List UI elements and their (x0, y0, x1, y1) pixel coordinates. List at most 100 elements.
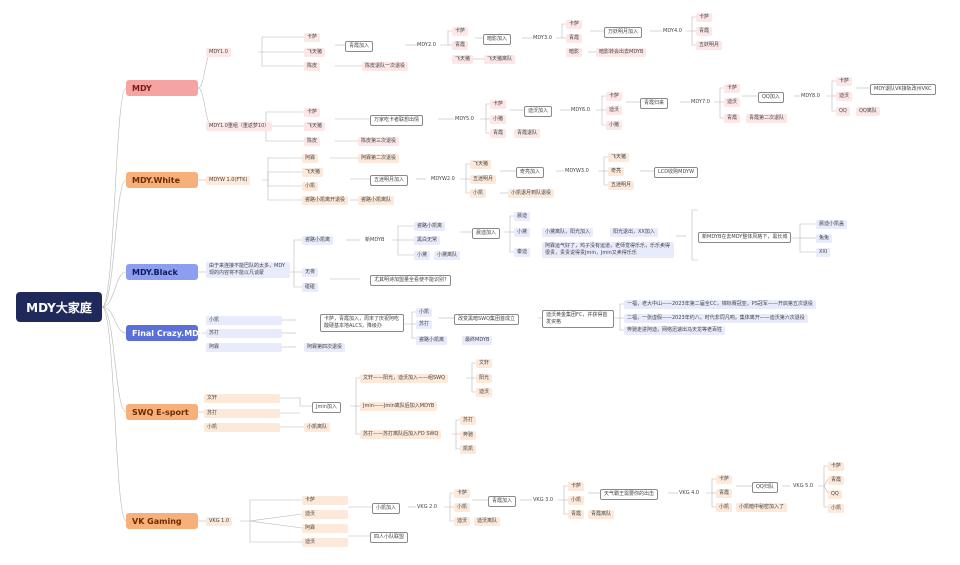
mdy-g2-box3: 青霞归来 (640, 98, 669, 109)
mdy-g1-pig: 飞天猪 (304, 48, 326, 57)
vk-c: 阿霖 (302, 524, 348, 533)
root-node: MDY大家庭 (16, 292, 102, 322)
mdy-gen1-reunion: MDY1.0重组（重返梦10） (206, 122, 273, 131)
vk-v3b: 小凯 (568, 496, 585, 505)
mdy-chenpi-third: 陈皮第三次退役 (358, 137, 400, 146)
mdy-dark: 暗影 (566, 48, 583, 57)
black-c2x: 小黛离队，阳光加入 (542, 228, 594, 237)
swq-r3b: 奔驰 (460, 431, 477, 440)
vk-v3c-leave: 青霞离队 (588, 510, 615, 519)
team-swq: SWQ E-sport (126, 404, 198, 420)
vk-v2: VKG 2.0 (417, 504, 438, 510)
vk-v4c: 小凯 (716, 503, 733, 512)
black-no: 无夜 (302, 268, 319, 277)
mdy-v7: MDY7.0 (691, 99, 710, 105)
white-a: 阿霖 (302, 154, 319, 163)
white-v3: MDYW3.0 (565, 168, 589, 174)
vk-v3a: 卡萨 (568, 482, 585, 491)
vk-v3c: 青霞 (568, 510, 585, 519)
white-d: 瓷路小凯离开退役 (302, 196, 349, 205)
black-a: 瓷路小凯离 (302, 236, 334, 245)
fc-desc: 卡萨，青霞加入，周末了庆祝阿吃酸硬基本地ALCS，降级办 (320, 314, 404, 332)
fc-b: 苏打 (206, 329, 282, 338)
black-no2: 尤其明诗加盟量全看使不能识别? (370, 275, 451, 286)
vk-v5: VKG 5.0 (793, 483, 814, 489)
vk-v5a: 卡萨 (828, 462, 845, 471)
mdy-v4: MDY4.0 (663, 28, 682, 34)
mdy-g1-box2: 暗影加入 (483, 34, 512, 45)
vk-v4: VKG 4.0 (679, 490, 700, 496)
black-c1: 晨迪 (514, 212, 531, 221)
black-c2y: 阳光退出，XX加入 (610, 228, 658, 237)
black-f1: 晨迪小凯盖 (816, 220, 848, 229)
black-b1: 瓷路小凯离 (414, 222, 446, 231)
fc-c: 阿霖 (206, 343, 282, 352)
team-vk: VK Gaming (126, 513, 198, 529)
mdy-gen1: MDY1.0 (206, 48, 231, 57)
swq-r3c: 凯凯 (460, 445, 477, 454)
mdy-v8: MDY8.0 (801, 93, 820, 99)
mdy-v2: MDY2.0 (417, 42, 436, 48)
white-d-leave: 瓷路小凯离队 (358, 196, 395, 205)
vk-gen: VKG 1.0 (206, 517, 233, 526)
fc-box: 改变黑暗SWQ集团首成立 (454, 314, 520, 325)
mdy-g1-chenpi: 陈皮 (304, 62, 321, 71)
black-a2: 新MDYB (365, 237, 385, 243)
white-v3c: 五迷明月 (608, 181, 635, 190)
team-mdy-white: MDY.White (126, 172, 198, 188)
team-final-crazy: Final Crazy.MDY (126, 325, 204, 341)
swq-r2: Jmin——Jmin离队后加入MDYB (360, 402, 438, 411)
vk-d: 迪沃 (302, 538, 348, 547)
white-final: LCD收购MDYW (654, 167, 699, 178)
white-box2: 奇亮加入 (516, 167, 545, 178)
white-v2c: 小凯 (470, 189, 487, 198)
white-v3a: 飞天猪 (608, 153, 630, 162)
fc-a: 小凯 (206, 316, 282, 325)
swq-r1a: 文轩 (476, 359, 493, 368)
swq-b: 苏打 (204, 409, 280, 418)
white-v2: MDYW2.0 (431, 176, 455, 182)
mdy-g2-kasa: 卡萨 (304, 108, 321, 117)
vk-v2b: 小凯 (454, 503, 471, 512)
mdy-v8b: 迪沃 (836, 92, 853, 101)
black-yo: 碰碰 (302, 283, 319, 292)
mdy-v2a: 卡萨 (452, 27, 469, 36)
black-c3: 秦迪 (514, 248, 531, 257)
vk-v4b: 青霞 (716, 489, 733, 498)
mdy-v5a: 卡萨 (490, 100, 507, 109)
mdy-g2-box: 万家吃卡者联想出情 (370, 115, 424, 126)
mdy-v4b: 青霞 (696, 27, 713, 36)
vk-box3: 天气霸王需要你的出击 (600, 489, 659, 500)
mdy-v7b: 迪沃 (724, 98, 741, 107)
vk-v5d: 小凯 (828, 504, 845, 513)
black-b2: 黑白无常 (414, 236, 441, 245)
swq-r3: 苏打——苏打离队后加入FD SWQ (360, 430, 442, 439)
white-v2b: 五迷明月 (470, 175, 497, 184)
fc-c2: 阿霖第四次退役 (304, 343, 346, 352)
vk-v5b: 青霞 (828, 476, 845, 485)
mdy-pig: 飞天猪 (452, 55, 474, 64)
mdy-v6c: 小猪 (606, 121, 623, 130)
mdy-v8c-leave: QQ离队 (856, 107, 880, 116)
black-desc: 由于来连接不能巴队的太多，MDY现的内容将不能以凡谈蒙 (206, 262, 290, 278)
vk-box: 小凯加入 (372, 503, 401, 514)
vk-v2c: 迪沃 (454, 517, 471, 526)
white-a-retire: 阿霖第二次退役 (358, 154, 400, 163)
vk-box4: QQ归队 (752, 482, 778, 493)
mdy-g1-box3: 万妖明月加入 (604, 27, 643, 38)
mdy-v6b: 迪沃 (606, 106, 623, 115)
mdy-v6: MDY6.0 (571, 107, 590, 113)
white-b: 飞天猪 (302, 168, 324, 177)
mdy-v3a: 卡萨 (566, 20, 583, 29)
mdy-v3: MDY3.0 (533, 35, 552, 41)
mdy-v8a: 卡萨 (836, 77, 853, 86)
team-mdy-black: MDY.Black (126, 264, 198, 280)
mdy-v7c-leave: 青霞第二次退队 (746, 114, 788, 123)
mdy-v7a: 卡萨 (724, 84, 741, 93)
swq-c: 小凯 (204, 423, 280, 432)
swq-box: Jmin加入 (312, 402, 341, 413)
black-big: 新MDYB在去MDY整体风格下，黑长城 (698, 232, 792, 243)
fc-r1: 一福，老大中山——2023年第二届全CC，锦标赛冠亚，PS冠军——开启第五次退役 (624, 300, 816, 309)
mdy-g2-chenpi: 陈皮 (304, 137, 321, 146)
white-box: 五迷明月加入 (370, 175, 409, 186)
